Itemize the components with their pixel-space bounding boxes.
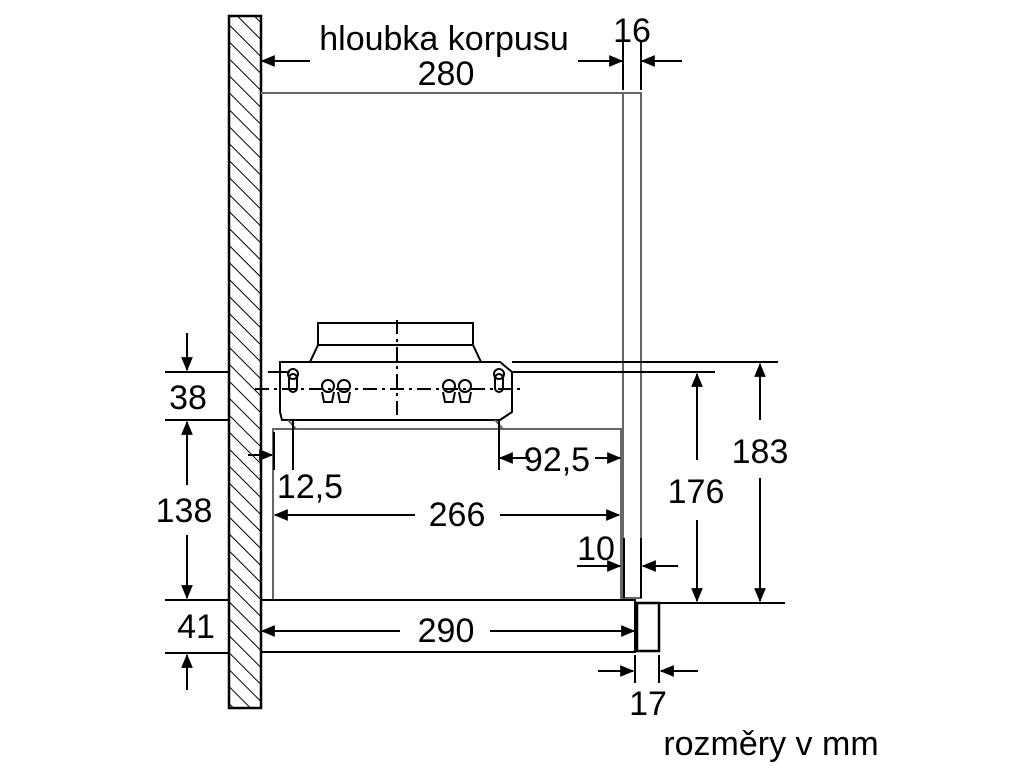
panel-thickness-label: 16 — [613, 12, 651, 50]
wall — [227, 14, 263, 710]
height-38-label: 38 — [169, 379, 207, 417]
fan-unit — [255, 320, 520, 421]
depth-caption: hloubka korpusu — [319, 20, 569, 58]
mounting-slot-left — [287, 368, 299, 393]
height-41-label: 41 — [177, 608, 215, 646]
gap-10-label: 10 — [577, 530, 615, 568]
units-note: rozměry v mm — [663, 725, 878, 763]
front-17-label: 17 — [629, 685, 667, 723]
mounting-slot-right — [493, 368, 505, 393]
cabinet-body — [261, 92, 642, 599]
width-266-label: 266 — [429, 496, 486, 534]
keyhole-pair-right — [442, 379, 472, 403]
height-183-label: 183 — [732, 433, 789, 471]
keyhole-pair-left — [321, 379, 351, 403]
height-176-label: 176 — [668, 473, 725, 511]
height-138-label: 138 — [156, 492, 213, 530]
dimension-arrows — [181, 55, 766, 690]
offset-12-5-label: 12,5 — [277, 468, 343, 506]
depth-value: 280 — [418, 55, 475, 93]
offset-92-5-label: 92,5 — [524, 441, 590, 479]
width-290-label: 290 — [418, 612, 475, 650]
